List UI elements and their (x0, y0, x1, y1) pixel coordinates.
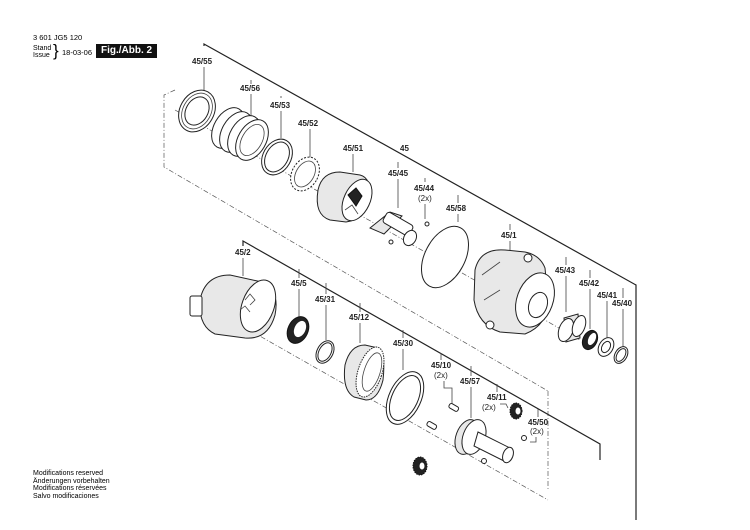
part-45-57-planet-carrier (454, 419, 527, 464)
label-45-42: 45/42 (579, 270, 600, 329)
part-45-2-housing-cover (189, 274, 277, 339)
mod-fr: Modifications réservées (33, 485, 107, 493)
part-45-51-hammer (316, 171, 373, 223)
part-45-55-seal-ring (178, 89, 216, 133)
svg-text:45/12: 45/12 (349, 313, 370, 322)
part-45-5-bearing (286, 316, 310, 344)
part-45-12-internal-gear (343, 344, 385, 401)
label-45-43: 45/43 (555, 257, 576, 312)
svg-text:45/52: 45/52 (298, 119, 319, 128)
label-45-44: 45/44 (2x) (414, 178, 435, 219)
svg-text:45/43: 45/43 (555, 266, 576, 275)
svg-text:45/42: 45/42 (579, 279, 600, 288)
svg-text:45/2: 45/2 (235, 248, 251, 257)
part-45-31-retaining-ring (315, 340, 335, 364)
part-45-1-gear-housing (473, 249, 555, 335)
label-45-58: 45/58 (446, 195, 467, 222)
svg-text:45/50: 45/50 (528, 418, 549, 427)
label-45-1: 45/1 (501, 224, 517, 253)
part-45-58-o-ring (421, 225, 469, 289)
svg-text:45/31: 45/31 (315, 295, 336, 304)
svg-text:45/10: 45/10 (431, 361, 452, 370)
label-45-51: 45/51 (343, 144, 364, 172)
svg-text:45/44: 45/44 (414, 184, 435, 193)
label-45-57: 45/57 (460, 366, 481, 418)
mod-de: Änderungen vorbehalten (33, 477, 110, 485)
label-45-30: 45/30 (393, 330, 414, 370)
part-45-45-anvil (369, 211, 430, 247)
part-45-42-seal (581, 329, 599, 351)
label-45-41: 45/41 (597, 291, 618, 339)
upper-dashed-boundary (163, 89, 549, 490)
lower-axis (199, 301, 549, 501)
part-45-10-pins (426, 402, 460, 430)
svg-text:(2x): (2x) (530, 427, 544, 436)
label-45-10: 45/10 (2x) (431, 353, 453, 405)
label-45-52: 45/52 (298, 119, 319, 160)
brace-glyph: } (53, 41, 59, 60)
svg-text:45/56: 45/56 (240, 84, 261, 93)
lower-bracket (242, 239, 601, 460)
part-45-43-bushing (557, 313, 587, 343)
modifications-notice: Modifications reserved Änderungen vorbeh… (33, 470, 110, 500)
svg-text:45/41: 45/41 (597, 291, 618, 300)
svg-text:(2x): (2x) (434, 371, 448, 380)
svg-text:45: 45 (400, 144, 409, 153)
figure-label: Fig./Abb. 2 (96, 44, 158, 58)
issue-date: 18-03-06 (62, 48, 93, 57)
part-45-56-spring (211, 107, 269, 161)
part-45-41-washer (597, 337, 615, 357)
svg-text:45/1: 45/1 (501, 231, 517, 240)
label-45-40: 45/40 (612, 288, 633, 347)
svg-text:45/30: 45/30 (393, 339, 414, 348)
svg-text:45/11: 45/11 (487, 393, 507, 402)
issue-label: Issue (33, 52, 50, 59)
upper-bracket (203, 42, 637, 520)
svg-text:(2x): (2x) (418, 194, 432, 203)
part-45-30-washer (385, 371, 425, 425)
svg-text:45/45: 45/45 (388, 169, 409, 178)
svg-text:45/53: 45/53 (270, 101, 291, 110)
svg-text:45/5: 45/5 (291, 279, 307, 288)
label-45-45: 45/45 (388, 162, 409, 208)
mod-en: Modifications reserved (33, 470, 104, 477)
svg-text:(2x): (2x) (482, 403, 496, 412)
label-45-53: 45/53 (270, 96, 291, 138)
label-45-2: 45/2 (235, 248, 251, 276)
part-45-52-ball-cage (290, 156, 320, 192)
svg-text:45/57: 45/57 (460, 377, 481, 386)
label-45-50: 45/50 (2x) (528, 409, 549, 443)
label-45-5: 45/5 (291, 269, 307, 319)
svg-text:45/51: 45/51 (343, 144, 364, 153)
svg-text:45/55: 45/55 (192, 57, 213, 66)
part-45-11-planet-gears (412, 402, 523, 476)
part-number: 3 601 JG5 120 (33, 33, 83, 42)
svg-text:45/58: 45/58 (446, 204, 467, 213)
mod-es: Salvo modificaciones (33, 492, 99, 500)
stand-label: Stand (33, 45, 52, 52)
label-45-11: 45/11 (2x) (482, 384, 509, 412)
label-45-31: 45/31 (315, 283, 336, 340)
stand-issue-label: Stand Issue (33, 45, 51, 59)
label-45-55: 45/55 (192, 57, 213, 92)
label-45: 45 (400, 144, 409, 153)
label-45-12: 45/12 (349, 303, 370, 343)
svg-text:45/40: 45/40 (612, 299, 633, 308)
part-45-53-washer (261, 138, 293, 176)
part-45-40-retaining-ring (613, 346, 629, 364)
